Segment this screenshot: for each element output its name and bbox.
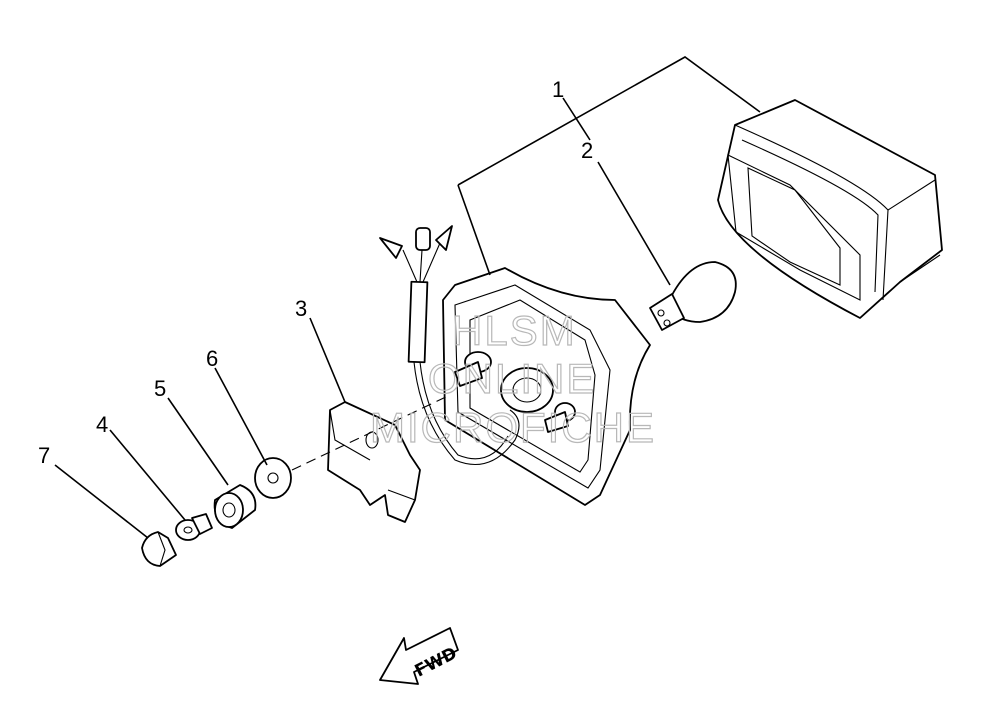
wiring-harness <box>379 225 520 465</box>
assembly-axis <box>291 394 451 471</box>
callout-7: 7 <box>38 443 50 468</box>
flat-washer <box>254 457 292 499</box>
bulb <box>649 261 737 331</box>
washer <box>175 513 213 541</box>
mounting-bracket <box>327 401 421 523</box>
callout-6: 6 <box>206 346 218 371</box>
callout-2: 2 <box>581 138 593 163</box>
callout-5: 5 <box>154 376 166 401</box>
callout-3: 3 <box>295 296 307 321</box>
watermark-line-1: HLSM <box>452 307 577 354</box>
cap-nut <box>141 531 177 567</box>
tail-light-lens <box>717 99 943 319</box>
grommet <box>213 484 257 529</box>
leader-lines <box>54 56 761 539</box>
callout-4: 4 <box>96 412 108 437</box>
forward-direction-arrow: FWD <box>379 627 460 685</box>
callout-1: 1 <box>552 77 564 102</box>
watermark-line-3: MICROFICHE <box>370 404 656 451</box>
watermark: HLSM ONLINE MICROFICHE <box>369 306 656 451</box>
tail-light-housing <box>442 267 651 506</box>
watermark-line-2: ONLINE <box>428 355 596 402</box>
